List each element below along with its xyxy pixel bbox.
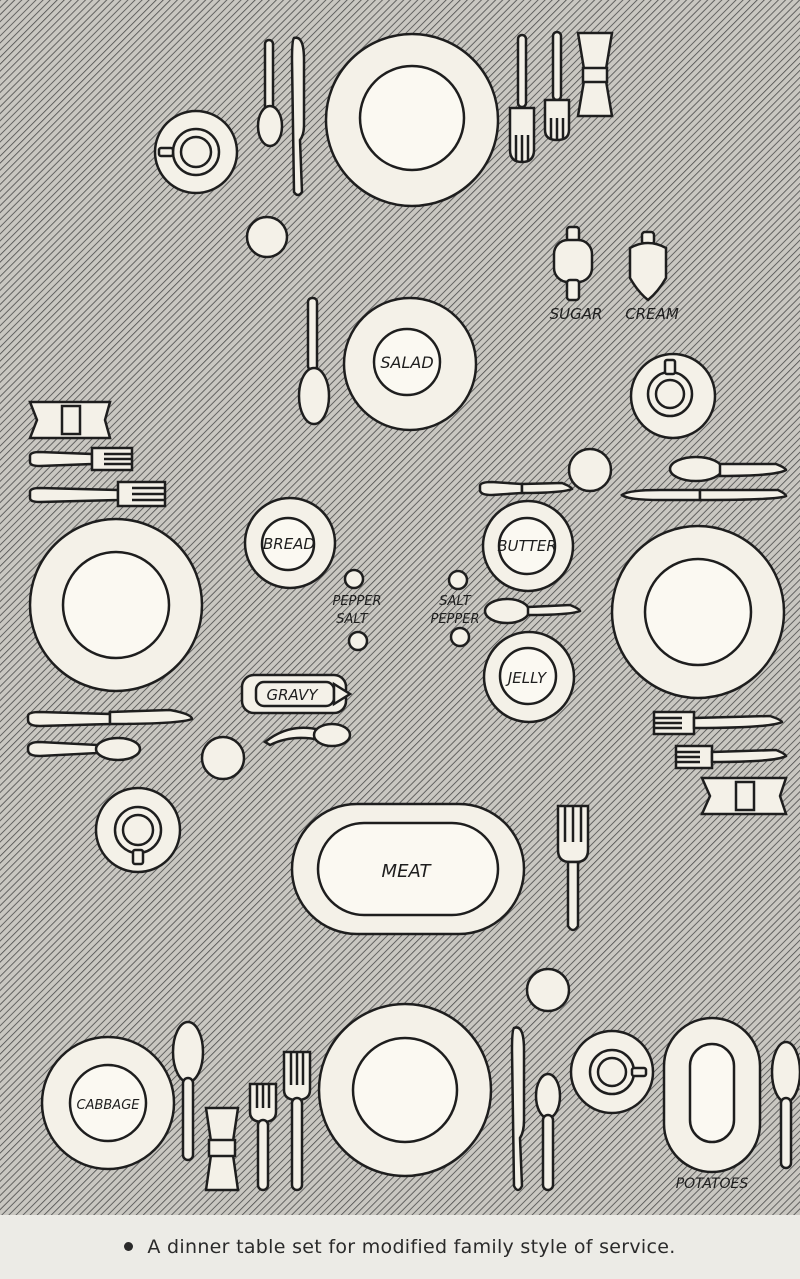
- label-sugar: SUGAR: [550, 305, 603, 323]
- bottom-napkin: [204, 1106, 240, 1192]
- label-bread: BREAD: [263, 535, 315, 553]
- left-fork-1: [28, 446, 134, 472]
- cabbage-spoon: [171, 1020, 205, 1162]
- jelly-spoon: [483, 597, 582, 625]
- cabbage-dish: [40, 1035, 176, 1171]
- gravy-boat: [240, 673, 353, 715]
- center-knife: [478, 480, 574, 497]
- label-salad: SALAD: [380, 353, 433, 372]
- left-glass: [200, 735, 246, 781]
- top-cup-saucer: [153, 109, 239, 195]
- top-fork-1: [508, 33, 536, 164]
- left-fork-2: [28, 480, 167, 508]
- right-cup-saucer: [629, 352, 717, 440]
- top-napkin: [576, 31, 614, 118]
- label-pepper-left: PEPPER: [333, 594, 382, 609]
- label-pepper-right: PEPPER: [431, 612, 480, 627]
- meat-platter: [290, 802, 526, 936]
- left-knife: [26, 708, 194, 728]
- label-gravy: GRAVY: [267, 686, 320, 704]
- top-spoon: [256, 38, 284, 148]
- jelly-plate: [482, 630, 576, 724]
- label-cabbage: CABBAGE: [77, 1098, 141, 1113]
- right-fork-2: [674, 744, 788, 770]
- bottom-fork-2: [282, 1050, 312, 1192]
- left-spoon: [26, 736, 142, 762]
- right-knife: [620, 488, 788, 502]
- top-knife: [290, 36, 306, 197]
- left-dinner-plate: [28, 517, 204, 693]
- potatoes-dish: [662, 1016, 762, 1174]
- top-glass: [245, 215, 289, 259]
- table-svg: SUGAR CREAM SALAD BREAD BUTTER PEPPER SA…: [0, 0, 800, 1215]
- right-dinner-plate: [610, 524, 786, 700]
- serving-fork: [556, 804, 590, 932]
- bullet-icon: [124, 1241, 134, 1251]
- label-potatoes: POTATOES: [676, 1176, 749, 1192]
- label-jelly: JELLY: [505, 669, 548, 687]
- cream-pitcher: [628, 230, 668, 302]
- right-napkin: [700, 776, 788, 816]
- top-dinner-plate: [324, 32, 500, 208]
- salad-plate: [342, 296, 478, 432]
- bottom-dinner-plate: [317, 1002, 493, 1178]
- left-cup-saucer: [94, 786, 182, 874]
- label-salt-left: SALT: [336, 612, 369, 627]
- top-fork-2: [543, 30, 571, 142]
- salad-spoon: [297, 296, 331, 426]
- bottom-spoon: [534, 1072, 562, 1192]
- bottom-fork-1: [248, 1082, 278, 1192]
- label-meat: MEAT: [382, 861, 433, 882]
- butter-plate: [481, 499, 575, 593]
- pepper-shaker-left: [343, 568, 365, 590]
- label-cream: CREAM: [625, 305, 679, 323]
- right-spoon: [668, 455, 788, 483]
- bottom-knife: [510, 1026, 526, 1192]
- salt-shaker-right: [447, 569, 469, 591]
- caption-text: A dinner table set for modified family s…: [147, 1236, 676, 1258]
- gravy-ladle: [262, 722, 352, 748]
- pepper-shaker-right: [449, 626, 471, 648]
- right-fork-1: [652, 710, 784, 736]
- figure-caption: A dinner table set for modified family s…: [0, 1215, 800, 1279]
- bread-plate: [243, 496, 337, 590]
- sugar-bowl: [552, 225, 594, 302]
- salt-shaker-left: [347, 630, 369, 652]
- potatoes-spoon: [770, 1040, 800, 1170]
- bottom-glass: [525, 967, 571, 1013]
- bottom-cup-saucer: [569, 1029, 655, 1115]
- right-glass: [567, 447, 613, 493]
- left-napkin: [28, 400, 112, 440]
- label-salt-right: SALT: [439, 594, 472, 609]
- label-butter: BUTTER: [497, 537, 557, 555]
- table-diagram: SUGAR CREAM SALAD BREAD BUTTER PEPPER SA…: [0, 0, 800, 1215]
